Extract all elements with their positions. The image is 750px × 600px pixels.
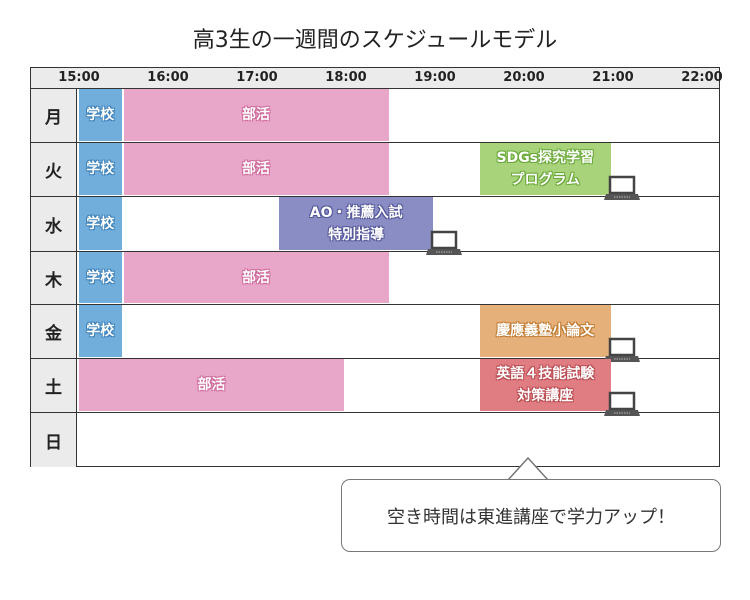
- block-label: プログラム: [510, 172, 581, 188]
- schedule-block-keio: 慶應義塾小論文: [479, 305, 611, 357]
- schedule-block-school: 学校: [79, 197, 122, 250]
- schedule-block-club: 部活: [123, 89, 389, 141]
- block-label: 部活: [242, 107, 270, 123]
- laptop-icon: [604, 337, 640, 363]
- block-label: 英語４技能試験: [496, 366, 595, 382]
- day-label: 土: [31, 359, 77, 412]
- block-label: 慶應義塾小論文: [496, 323, 595, 339]
- hour-label: 22:00: [681, 70, 723, 85]
- day-row: 金: [31, 304, 719, 358]
- hour-label: 21:00: [592, 70, 634, 85]
- schedule-block-club: 部活: [79, 359, 344, 411]
- schedule-block-school: 学校: [79, 305, 122, 357]
- block-label: 対策講座: [517, 388, 574, 404]
- block-label: 部活: [242, 269, 270, 286]
- block-label: 特別指導: [328, 226, 385, 243]
- schedule-block-club: 部活: [123, 252, 389, 303]
- day-label: 水: [31, 197, 77, 251]
- block-label: 部活: [197, 377, 226, 393]
- callout-bubble: 空き時間は東進講座で学力アップ！: [341, 479, 721, 552]
- hour-label: 15:00: [58, 70, 100, 85]
- hour-label: 18:00: [325, 70, 367, 85]
- page-title: 高3生の一週間のスケジュールモデル: [192, 28, 558, 53]
- block-label: 学校: [86, 107, 115, 123]
- block-label: 部活: [242, 161, 270, 177]
- schedule-block-school: 学校: [79, 143, 122, 195]
- time-header: 15:00 16:00 17:00 18:00 19:00 20:00 21:00 22:00: [31, 68, 723, 89]
- block-label: AO・推薦入試: [309, 204, 403, 221]
- schedule-block-sdgs: SDGs探究学習プログラム: [479, 143, 611, 195]
- hour-label: 16:00: [147, 70, 189, 85]
- block-label: 学校: [86, 323, 115, 339]
- laptop-icon: [604, 391, 640, 417]
- schedule-block-school: 学校: [79, 252, 122, 303]
- schedule-block-ao: AO・推薦入試特別指導: [279, 197, 433, 250]
- schedule-block-club: 部活: [123, 143, 389, 195]
- bubble-pointer: [508, 457, 548, 481]
- day-label: 火: [31, 143, 77, 196]
- schedule-block-english: 英語４技能試験対策講座: [479, 359, 611, 411]
- day-row: 木: [31, 251, 719, 304]
- block-label: 学校: [86, 215, 115, 232]
- laptop-icon: [604, 175, 640, 201]
- day-label: 月: [31, 89, 77, 142]
- day-label: 木: [31, 252, 77, 304]
- day-row: 土: [31, 358, 719, 412]
- day-label: 日: [31, 413, 77, 467]
- block-label: 学校: [86, 269, 115, 286]
- laptop-icon: [426, 230, 462, 256]
- day-label: 金: [31, 305, 77, 358]
- block-label: SDGs探究学習: [496, 150, 595, 166]
- schedule-block-school: 学校: [79, 89, 122, 141]
- day-row: 月: [31, 88, 719, 142]
- day-row: 水: [31, 196, 719, 251]
- schedule-grid: 15:00 16:00 17:00 18:00 19:00 20:00 21:00 22:00…: [30, 67, 723, 467]
- day-row: 火: [31, 142, 719, 196]
- hour-label: 17:00: [236, 70, 278, 85]
- hour-label: 19:00: [414, 70, 456, 85]
- block-label: 学校: [86, 161, 115, 177]
- day-row: 日: [31, 412, 719, 467]
- hour-label: 20:00: [503, 70, 545, 85]
